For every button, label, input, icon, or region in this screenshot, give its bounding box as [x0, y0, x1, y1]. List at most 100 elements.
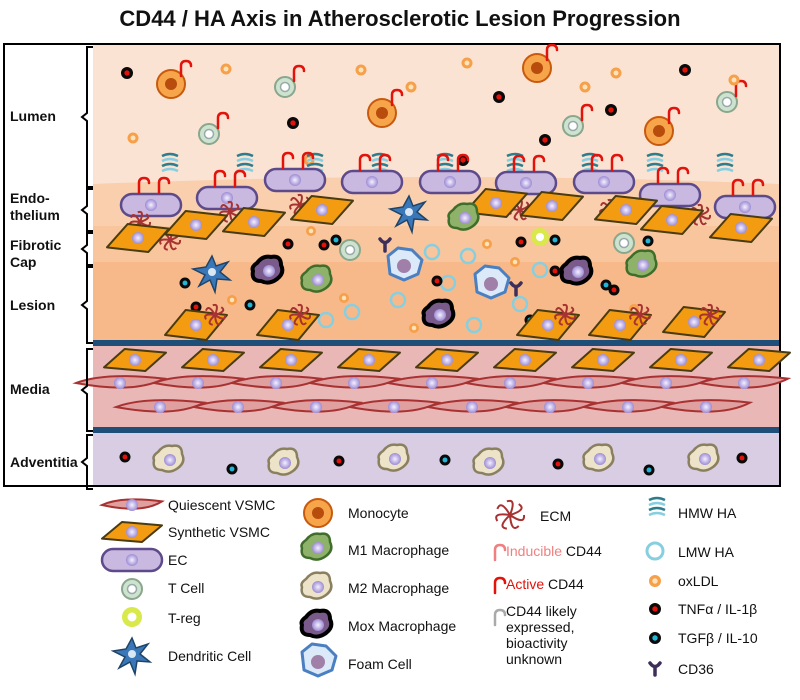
- endothelial-cell: [119, 192, 183, 218]
- lumen-monocyte: [156, 69, 186, 99]
- foam-cd36: [378, 237, 392, 253]
- foam-cd36: [509, 281, 523, 297]
- unknown-cd44-icon: [493, 608, 507, 627]
- cap-synthetic-vsmc: [106, 223, 170, 253]
- cells-layer: [72, 43, 792, 490]
- diagram-frame: [3, 43, 781, 487]
- adventitia-cytokine-dot: [439, 454, 451, 466]
- ec-cd44: [213, 169, 227, 188]
- legend-lmw-ha-label: LMW HA: [678, 544, 734, 560]
- endothelial-cell: [195, 185, 259, 211]
- legend-m1-macrophage-label: M1 Macrophage: [348, 542, 450, 558]
- endothelial-cell: [494, 170, 558, 196]
- adventitia-cytokine-dot: [333, 455, 345, 467]
- adventitia-cytokine-dot: [736, 452, 748, 464]
- legend-oxldl: oxLDL: [678, 573, 718, 589]
- lesion-tgf-dot: [179, 277, 191, 289]
- lumen-tnf-dot: [287, 117, 299, 129]
- lesion-dendritic-cell: [387, 194, 430, 235]
- dendritic-cell-icon: [110, 636, 153, 677]
- lumen-oxldl-dot: [127, 132, 139, 144]
- ec-cd44: [157, 176, 171, 195]
- legend-monocyte-label: Monocyte: [348, 505, 409, 521]
- lesion-oxldl-dot: [510, 257, 520, 267]
- lesion-tnf-dot: [318, 239, 330, 251]
- legend-dendritic-cell: Dendritic Cell: [168, 648, 251, 664]
- legend-inducible-cd44: Inducible CD44: [506, 543, 602, 559]
- media-synthetic-vsmc: [415, 348, 479, 372]
- lumen-t-cell-cd44: [216, 111, 230, 130]
- legend-m2-macrophage: M2 Macrophage: [348, 580, 449, 596]
- m2-macrophage-icon: [300, 571, 333, 600]
- layer-label-lumen: Lumen: [10, 108, 56, 124]
- cap-synthetic-vsmc: [709, 213, 773, 243]
- media-quiescent-vsmc: [150, 375, 246, 389]
- media-quiescent-vsmc: [306, 375, 402, 389]
- legend-tnf-il1-label: TNFα / IL-1β: [678, 601, 758, 617]
- legend-unknown-cd44: CD44 likely expressed, bioactivity unkno…: [506, 603, 577, 667]
- layer-label-fibrotic-cap: Fibrotic Cap: [10, 237, 61, 271]
- endothelial-cell: [572, 169, 636, 195]
- media-synthetic-vsmc: [259, 348, 323, 372]
- lumen-t-cell: [198, 123, 220, 145]
- lesion-lmw-ha: [389, 291, 407, 309]
- legend-monocyte: Monocyte: [348, 505, 409, 521]
- lumen-tnf-dot: [493, 91, 505, 103]
- media-quiescent-vsmc: [384, 375, 480, 389]
- tnf-il1-icon: [649, 603, 661, 615]
- legend-t-reg-label: T-reg: [168, 610, 201, 626]
- lumen-oxldl-dot: [728, 74, 740, 86]
- legend-synthetic-vsmc-label: Synthetic VSMC: [168, 524, 270, 540]
- lesion-mox-macrophage: [250, 254, 285, 285]
- lesion-tnf-dot: [515, 236, 527, 248]
- synthetic-vsmc-icon: [101, 521, 163, 543]
- lumen-monocyte-cd44: [545, 43, 559, 62]
- media-synthetic-vsmc: [493, 348, 557, 372]
- mox-macrophage-icon: [299, 608, 334, 639]
- lesion-t-reg: [531, 228, 549, 246]
- media-quiescent-vsmc: [502, 399, 598, 413]
- legend-ec: EC: [168, 552, 187, 568]
- adventitia-m2-macrophage: [582, 443, 615, 472]
- lesion-mox-macrophage: [421, 298, 456, 329]
- lesion-lmw-ha: [511, 295, 529, 313]
- lesion-synthetic-vsmc: [588, 309, 652, 341]
- lumen-monocyte: [522, 53, 552, 83]
- ec-cd44: [281, 151, 295, 170]
- media-synthetic-vsmc: [103, 348, 167, 372]
- media-synthetic-vsmc: [181, 348, 245, 372]
- legend-tgf-il10: TGFβ / IL-10: [678, 630, 758, 646]
- adventitia-m2-macrophage: [687, 443, 720, 472]
- lesion-oxldl-dot: [482, 239, 492, 249]
- lumen-t-cell-cd44: [292, 64, 306, 83]
- media-quiescent-vsmc: [462, 375, 558, 389]
- lesion-foam-cell: [473, 264, 511, 300]
- foam-cell-icon: [300, 642, 338, 678]
- lesion-t-cell: [613, 232, 635, 254]
- layer-label-fibrotic-cap-text: Fibrotic Cap: [10, 237, 62, 270]
- layer-bracket: [80, 348, 93, 432]
- legend-cd36: CD36: [678, 661, 714, 677]
- media-quiescent-vsmc: [346, 399, 442, 413]
- lesion-lmw-ha: [531, 261, 549, 279]
- legend-tgf-il10-label: TGFβ / IL-10: [678, 630, 758, 646]
- adventitia-cytokine-dot: [226, 463, 238, 475]
- ec-cd44: [358, 153, 372, 172]
- lesion-lmw-ha: [343, 303, 361, 321]
- inducible-cd44-icon: [493, 543, 507, 562]
- media-quiescent-vsmc: [424, 399, 520, 413]
- adventitia-cytokine-dot: [552, 458, 564, 470]
- lumen-oxldl-dot: [220, 63, 232, 75]
- t-reg-icon: [122, 607, 142, 627]
- legend-active-cd44: Active CD44: [506, 576, 584, 592]
- t-cell-icon: [121, 578, 143, 600]
- lumen-t-cell-cd44: [580, 103, 594, 122]
- legend-ecm-label: ECM: [540, 508, 572, 524]
- lesion-dendritic-cell: [190, 254, 233, 295]
- adventitia-cytokine-dot: [119, 451, 131, 463]
- lesion-ecm: [204, 303, 227, 326]
- legend-active-word: Active: [506, 576, 545, 592]
- media-quiescent-vsmc: [228, 375, 324, 389]
- lumen-oxldl-dot: [405, 81, 417, 93]
